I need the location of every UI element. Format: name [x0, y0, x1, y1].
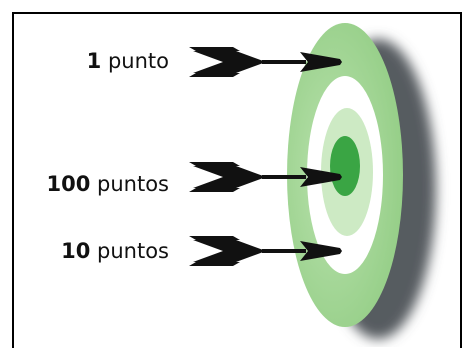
- dart-icon: [189, 47, 342, 77]
- label-10-puntos: 10 puntos: [61, 241, 169, 262]
- label-100-unit: puntos: [97, 172, 169, 196]
- label-10-unit: puntos: [97, 239, 169, 263]
- label-1-number: 1: [86, 49, 102, 73]
- label-10-number: 10: [61, 239, 91, 263]
- label-100-puntos: 100 puntos: [46, 174, 169, 195]
- label-100-number: 100: [46, 172, 91, 196]
- label-1-punto: 1 punto: [87, 51, 169, 72]
- dart-icon: [189, 162, 342, 192]
- label-1-unit: punto: [107, 49, 169, 73]
- target-bullseye: [330, 136, 360, 196]
- dart-icon: [189, 236, 342, 266]
- target-icon: [287, 23, 436, 339]
